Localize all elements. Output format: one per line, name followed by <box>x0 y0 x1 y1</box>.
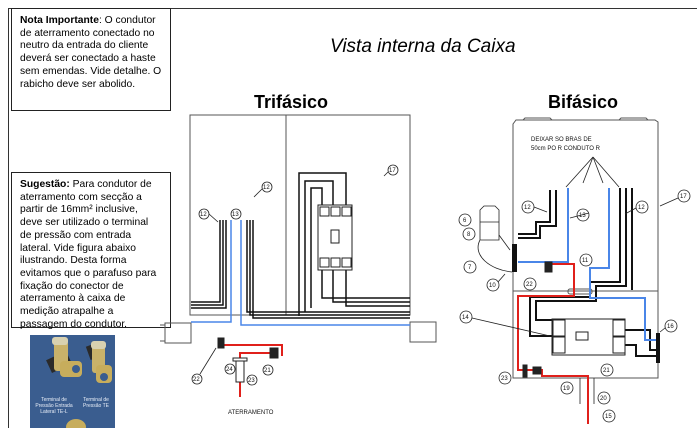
callout-24: 24 <box>226 367 233 373</box>
bifasico-right-bushing <box>656 333 660 363</box>
trifasico-title: Trifásico <box>254 92 329 112</box>
page-top-border <box>8 8 697 9</box>
suggestion-box: Sugestão: Para condutor de aterramento c… <box>11 172 171 330</box>
pressure-terminal-photo: Terminal de Pressão Entrada Lateral TE-L… <box>30 335 115 428</box>
callout-23: 23 <box>248 378 255 384</box>
suggestion-heading: Sugestão: <box>20 179 70 190</box>
bifasico-callouts <box>458 189 691 423</box>
bifasico-breaker <box>551 318 626 356</box>
callout-19: 19 <box>563 386 570 392</box>
trifasico-callout-labels: 12 12 13 17 22 24 23 21 <box>193 168 396 384</box>
bifasico-ground-wire <box>517 263 589 424</box>
callout-17: 17 <box>680 194 687 200</box>
trifasico-callouts <box>191 164 399 386</box>
callout-22: 22 <box>193 377 200 383</box>
callout-11: 11 <box>582 258 589 264</box>
trifasico-neutral-wires <box>191 220 410 326</box>
bifasico-title: Bifásico <box>548 92 619 112</box>
callout-12: 12 <box>524 205 531 211</box>
trifasico-ground-parts <box>217 337 279 383</box>
bifasico-callout-labels: 6 8 7 10 12 13 12 17 22 11 14 16 23 19 2… <box>462 194 687 420</box>
trifasico-breaker-wires <box>298 172 410 316</box>
note-heading: Nota Importante <box>20 15 99 26</box>
terminal-photo-art <box>46 337 112 428</box>
callout-14: 14 <box>462 315 469 321</box>
callout-22: 22 <box>526 282 533 288</box>
callout-13: 13 <box>232 212 239 218</box>
bifasico-ground-parts <box>522 261 595 404</box>
bifasico-meter-tube <box>477 205 513 273</box>
callout-12b: 12 <box>638 205 645 211</box>
callout-6: 6 <box>463 218 467 224</box>
callout-17: 17 <box>389 168 396 174</box>
callout-21: 21 <box>603 368 610 374</box>
callout-12b: 12 <box>263 185 270 191</box>
sobras-instruction-line2: 50cm PO R CONDUTO R <box>531 146 601 152</box>
important-note-box: Nota Importante: O condutor de aterramen… <box>11 8 171 111</box>
sobras-instruction-line1: DEIXAR SO BRAS DE <box>531 137 592 143</box>
page-left-border <box>8 8 9 428</box>
callout-20: 20 <box>600 396 607 402</box>
callout-23: 23 <box>501 376 508 382</box>
note-text: : O condutor de aterramento conectado no… <box>20 15 162 90</box>
photo-caption-standard: Terminal de Pressão TE <box>82 397 110 409</box>
sobras-pointer-lines <box>565 156 620 188</box>
callout-16: 16 <box>667 324 674 330</box>
suggestion-text: Para condutor de aterramento com secção … <box>20 179 157 330</box>
ground-label: ATERRAMENTO <box>228 410 274 416</box>
page-title: Vista interna da Caixa <box>330 36 516 57</box>
trifasico-phase-wires-left <box>191 220 410 319</box>
callout-13: 13 <box>579 213 586 219</box>
callout-15: 15 <box>605 414 612 420</box>
bifasico-left-bushing <box>512 244 517 272</box>
callout-12: 12 <box>200 212 207 218</box>
callout-7: 7 <box>468 265 472 271</box>
photo-caption-side-entry: Terminal de Pressão Entrada Lateral TE-L <box>35 397 73 415</box>
bifasico-neutral-wires <box>518 188 657 341</box>
callout-21: 21 <box>264 368 271 374</box>
callout-8: 8 <box>467 232 471 238</box>
trifasico-breaker <box>317 204 353 271</box>
callout-10: 10 <box>489 283 496 289</box>
bifasico-box <box>512 117 659 379</box>
